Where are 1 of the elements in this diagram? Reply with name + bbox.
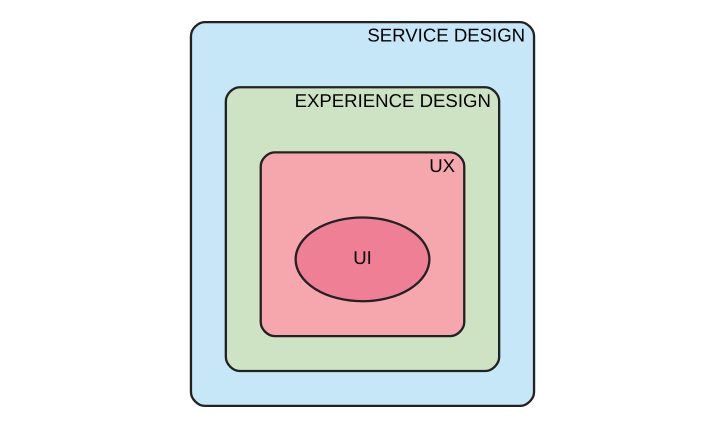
node-ellipse: UI (294, 216, 430, 302)
